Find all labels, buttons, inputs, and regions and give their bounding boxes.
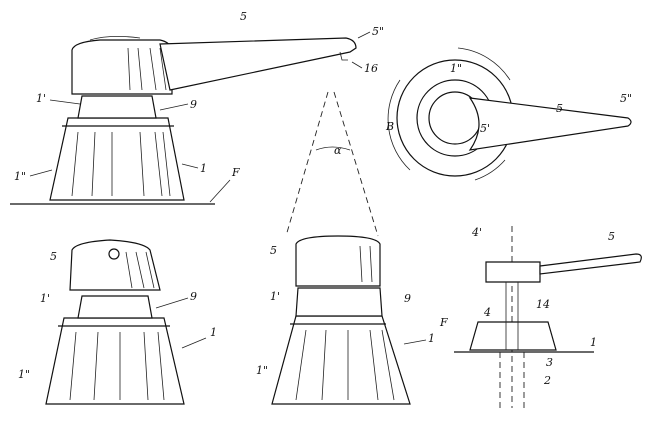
base-body (271, 315, 411, 405)
stem (505, 282, 519, 350)
label-5-tr: 5 (556, 102, 563, 115)
label-5prime-tr: 5' (480, 122, 490, 135)
label-5: 5 (240, 10, 247, 23)
label-5-bc: 5 (270, 244, 277, 257)
base-ribs (295, 329, 395, 401)
label-alpha: α (334, 144, 342, 157)
head-ribs (127, 47, 167, 91)
base-ribs (71, 131, 171, 197)
spout-outlet (339, 51, 348, 61)
lever-arm (159, 37, 357, 91)
label-3-br: 3 (546, 356, 553, 369)
label-4-br: 4 (483, 306, 491, 319)
collar (295, 287, 383, 317)
head-button (108, 248, 120, 260)
label-9-bl: 9 (190, 290, 197, 303)
collar (77, 95, 157, 119)
leader-F (209, 179, 231, 203)
leader-1dblprime (29, 169, 53, 177)
label-1prime-bl: 1' (40, 292, 50, 305)
figure-top-left: 5 5" 16 1' 9 1 1" F (10, 10, 384, 205)
lever-arm (539, 253, 642, 275)
leader-5dblprime (357, 31, 371, 39)
rotation-arc-left (387, 79, 411, 171)
label-16: 16 (364, 62, 378, 75)
label-4prime-br: 4' (471, 226, 482, 239)
swing-line-right (333, 91, 379, 237)
label-5dblprime-tr: 5" (620, 92, 632, 105)
head-cap (89, 36, 141, 41)
leader-9 (159, 103, 189, 111)
figure-bottom-left: 5 1' 9 1 1" (18, 239, 217, 405)
label-1-bl: 1 (210, 326, 217, 339)
figure-top-center: α (285, 91, 379, 237)
label-5-bl: 5 (50, 250, 57, 263)
leader-9-bl (155, 297, 189, 309)
head-ribs (125, 251, 155, 289)
leader-1prime (49, 99, 81, 105)
label-1dblprime-bl: 1" (18, 368, 30, 381)
head (69, 239, 161, 291)
leader-1-bc (403, 339, 427, 345)
angle-arc (315, 146, 351, 151)
figure-bottom-center: 5 1' 9 1 1" (256, 235, 435, 405)
label-5dblprime: 5" (372, 25, 384, 38)
label-5-br: 5 (608, 230, 615, 243)
figure-bottom-right: 4' 5 4 14 F 1 3 2 (439, 226, 642, 408)
head-ribs (359, 245, 373, 283)
label-1prime-bc: 1' (270, 290, 280, 303)
rotation-arc-top (457, 47, 511, 81)
leader-1-bl (181, 337, 207, 349)
label-F: F (231, 166, 240, 179)
label-1prime: 1' (36, 92, 46, 105)
label-1dblprime-tr: 1" (450, 62, 462, 75)
label-1dblprime: 1" (14, 170, 26, 183)
base-body (49, 117, 185, 201)
label-B: B (385, 120, 394, 133)
lever-head (71, 39, 173, 95)
label-2-br: 2 (543, 374, 551, 387)
collar (77, 295, 153, 319)
label-1: 1 (200, 162, 207, 175)
label-1-br: 1 (590, 336, 597, 349)
base-ribs (69, 331, 165, 401)
label-9-bc: 9 (404, 292, 411, 305)
figure-top-right: 1" 5 5' 5" B (385, 47, 632, 181)
lever-plan (468, 97, 632, 151)
head (295, 235, 381, 287)
base-body (469, 321, 557, 351)
swing-line-left (285, 91, 329, 237)
label-1-bc: 1 (428, 332, 435, 345)
label-F-br: F (439, 316, 448, 329)
head-block (485, 261, 541, 283)
leader-16 (351, 61, 363, 69)
label-14-br: 14 (536, 298, 550, 311)
rotation-arc-bottom (474, 159, 506, 181)
label-1dblprime-bc: 1" (256, 364, 268, 377)
leader-1 (181, 163, 199, 169)
label-9: 9 (190, 98, 197, 111)
